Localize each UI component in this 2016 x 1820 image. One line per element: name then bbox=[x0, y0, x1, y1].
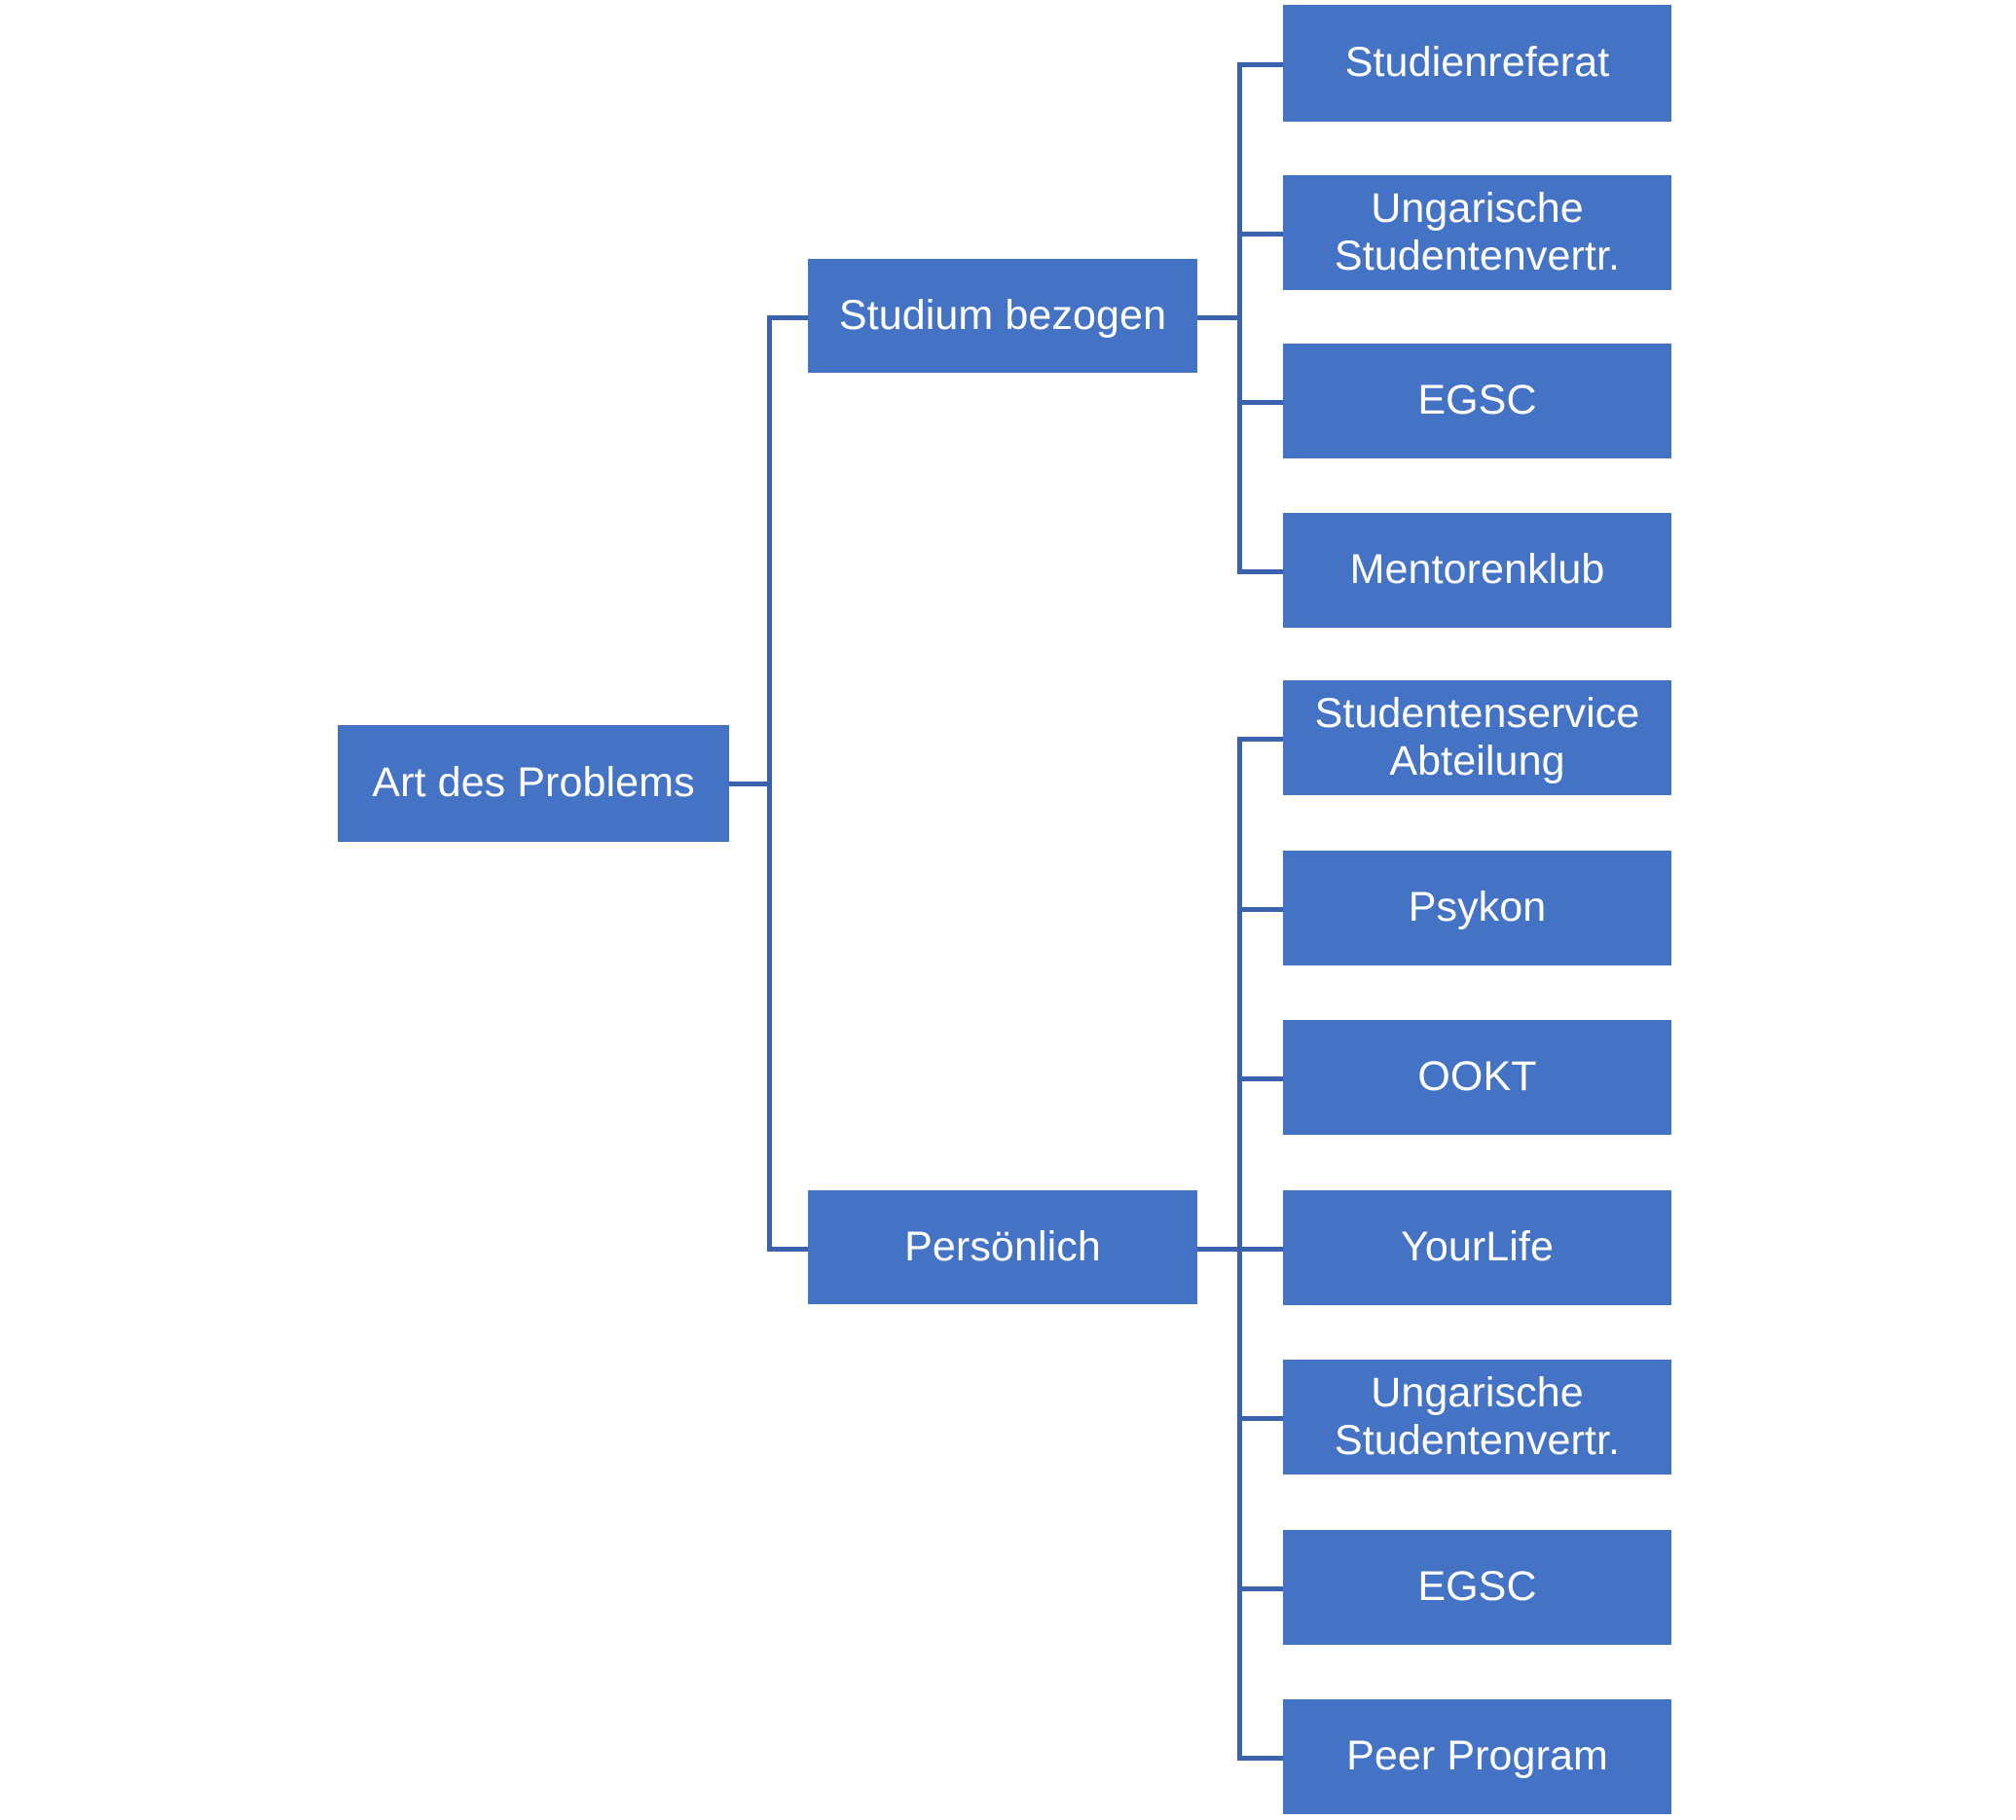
node-leaf-egsc-1-label: EGSC bbox=[1417, 377, 1537, 424]
node-leaf-yourlife-label: YourLife bbox=[1400, 1223, 1554, 1271]
node-leaf-studentenservice-abteilung-label: Studentenservice Abteilung bbox=[1314, 689, 1640, 784]
node-leaf-ookt-label: OOKT bbox=[1417, 1053, 1537, 1101]
node-root-label: Art des Problems bbox=[372, 759, 695, 807]
connector-leaf-ungarische-studentenvertr-2 bbox=[1237, 1416, 1284, 1421]
node-leaf-egsc-2-label: EGSC bbox=[1417, 1563, 1537, 1611]
node-leaf-yourlife[interactable]: YourLife bbox=[1283, 1190, 1671, 1305]
connector-leaf-egsc-2 bbox=[1237, 1586, 1284, 1591]
connector-leaf-peer-program bbox=[1237, 1756, 1284, 1761]
connector-leaf-mentorenklub bbox=[1237, 569, 1284, 574]
connector-branch-2-stub bbox=[767, 1247, 812, 1252]
connector-leaf-ungarische-studentenvertr-1 bbox=[1237, 232, 1284, 237]
node-leaf-psykon[interactable]: Psykon bbox=[1283, 851, 1671, 965]
node-leaf-peer-program[interactable]: Peer Program bbox=[1283, 1699, 1671, 1814]
connector-leaf-psykon bbox=[1237, 907, 1284, 912]
node-leaf-ookt[interactable]: OOKT bbox=[1283, 1020, 1671, 1135]
connector-branch-1-stub bbox=[767, 315, 810, 320]
node-leaf-egsc-2[interactable]: EGSC bbox=[1283, 1530, 1671, 1645]
node-branch-studium-bezogen[interactable]: Studium bezogen bbox=[808, 259, 1197, 373]
connector-branch-2-out bbox=[1197, 1247, 1242, 1252]
node-leaf-ungarische-studentenvertr-1-label: Ungarische Studentenvertr. bbox=[1334, 184, 1621, 279]
node-leaf-ungarische-studentenvertr-1[interactable]: Ungarische Studentenvertr. bbox=[1283, 175, 1671, 290]
node-leaf-studienreferat[interactable]: Studienreferat bbox=[1283, 5, 1671, 122]
connector-branch-1-out bbox=[1197, 315, 1242, 320]
node-leaf-psykon-label: Psykon bbox=[1408, 884, 1547, 931]
node-leaf-ungarische-studentenvertr-2-label: Ungarische Studentenvertr. bbox=[1334, 1368, 1621, 1464]
connector-leaf-ookt bbox=[1237, 1076, 1284, 1081]
node-leaf-ungarische-studentenvertr-2[interactable]: Ungarische Studentenvertr. bbox=[1283, 1360, 1671, 1474]
node-branch-persoenlich[interactable]: Persönlich bbox=[808, 1190, 1197, 1304]
node-leaf-mentorenklub[interactable]: Mentorenklub bbox=[1283, 513, 1671, 628]
connector-root-trunk bbox=[767, 315, 772, 1252]
node-leaf-egsc-1[interactable]: EGSC bbox=[1283, 344, 1671, 458]
connector-root-stub bbox=[729, 782, 772, 786]
node-leaf-studienreferat-label: Studienreferat bbox=[1344, 39, 1610, 87]
connector-leaf-studentenservice-abteilung bbox=[1237, 737, 1284, 742]
connector-leaf-yourlife bbox=[1237, 1247, 1284, 1252]
node-branch-persoenlich-label: Persönlich bbox=[904, 1222, 1101, 1270]
node-branch-studium-bezogen-label: Studium bezogen bbox=[838, 291, 1167, 339]
connector-branch-1-spine bbox=[1237, 62, 1242, 573]
node-leaf-studentenservice-abteilung[interactable]: Studentenservice Abteilung bbox=[1283, 680, 1671, 795]
node-leaf-mentorenklub-label: Mentorenklub bbox=[1349, 546, 1605, 594]
node-leaf-peer-program-label: Peer Program bbox=[1346, 1732, 1608, 1780]
connector-leaf-egsc-1 bbox=[1237, 400, 1284, 405]
connector-leaf-studienreferat bbox=[1237, 62, 1284, 67]
node-root-art-des-problems[interactable]: Art des Problems bbox=[338, 725, 729, 842]
